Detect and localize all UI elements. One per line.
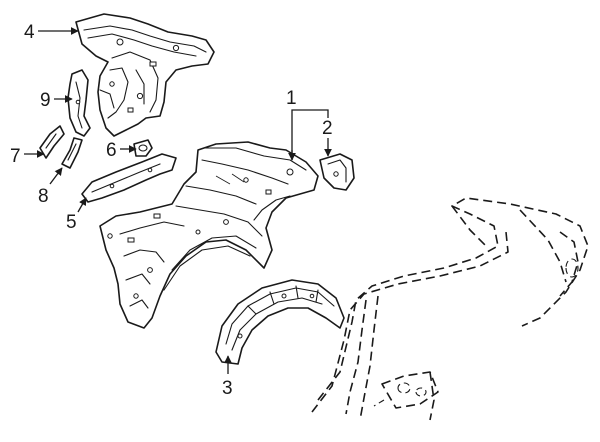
callout-2: 2: [322, 118, 333, 139]
callout-7: 7: [10, 146, 21, 167]
part-4-upper-inner-panel: [75, 13, 215, 137]
callout-5: 5: [66, 212, 77, 233]
part-5-long-bracket: [81, 153, 177, 203]
callout-labels: 4 9 7 6 8 5 1 2 3: [10, 22, 333, 399]
callout-4: 4: [24, 22, 35, 43]
part-8-strip: [61, 137, 83, 169]
callout-3: 3: [222, 378, 233, 399]
leader-lines: [24, 27, 332, 374]
vehicle-body-outline: [311, 197, 589, 421]
callout-1: 1: [286, 88, 297, 109]
part-1-inner-wheelhouse-panel: [99, 141, 319, 329]
part-9-bracket: [67, 69, 91, 137]
callout-6: 6: [106, 140, 117, 161]
part-3-wheel-well-liner: [215, 279, 345, 365]
part-2-reinforcement: [319, 153, 355, 191]
callout-9: 9: [40, 90, 51, 111]
callout-8: 8: [38, 186, 49, 207]
part-6-clip: [133, 139, 153, 157]
part-7-strip: [39, 125, 65, 159]
